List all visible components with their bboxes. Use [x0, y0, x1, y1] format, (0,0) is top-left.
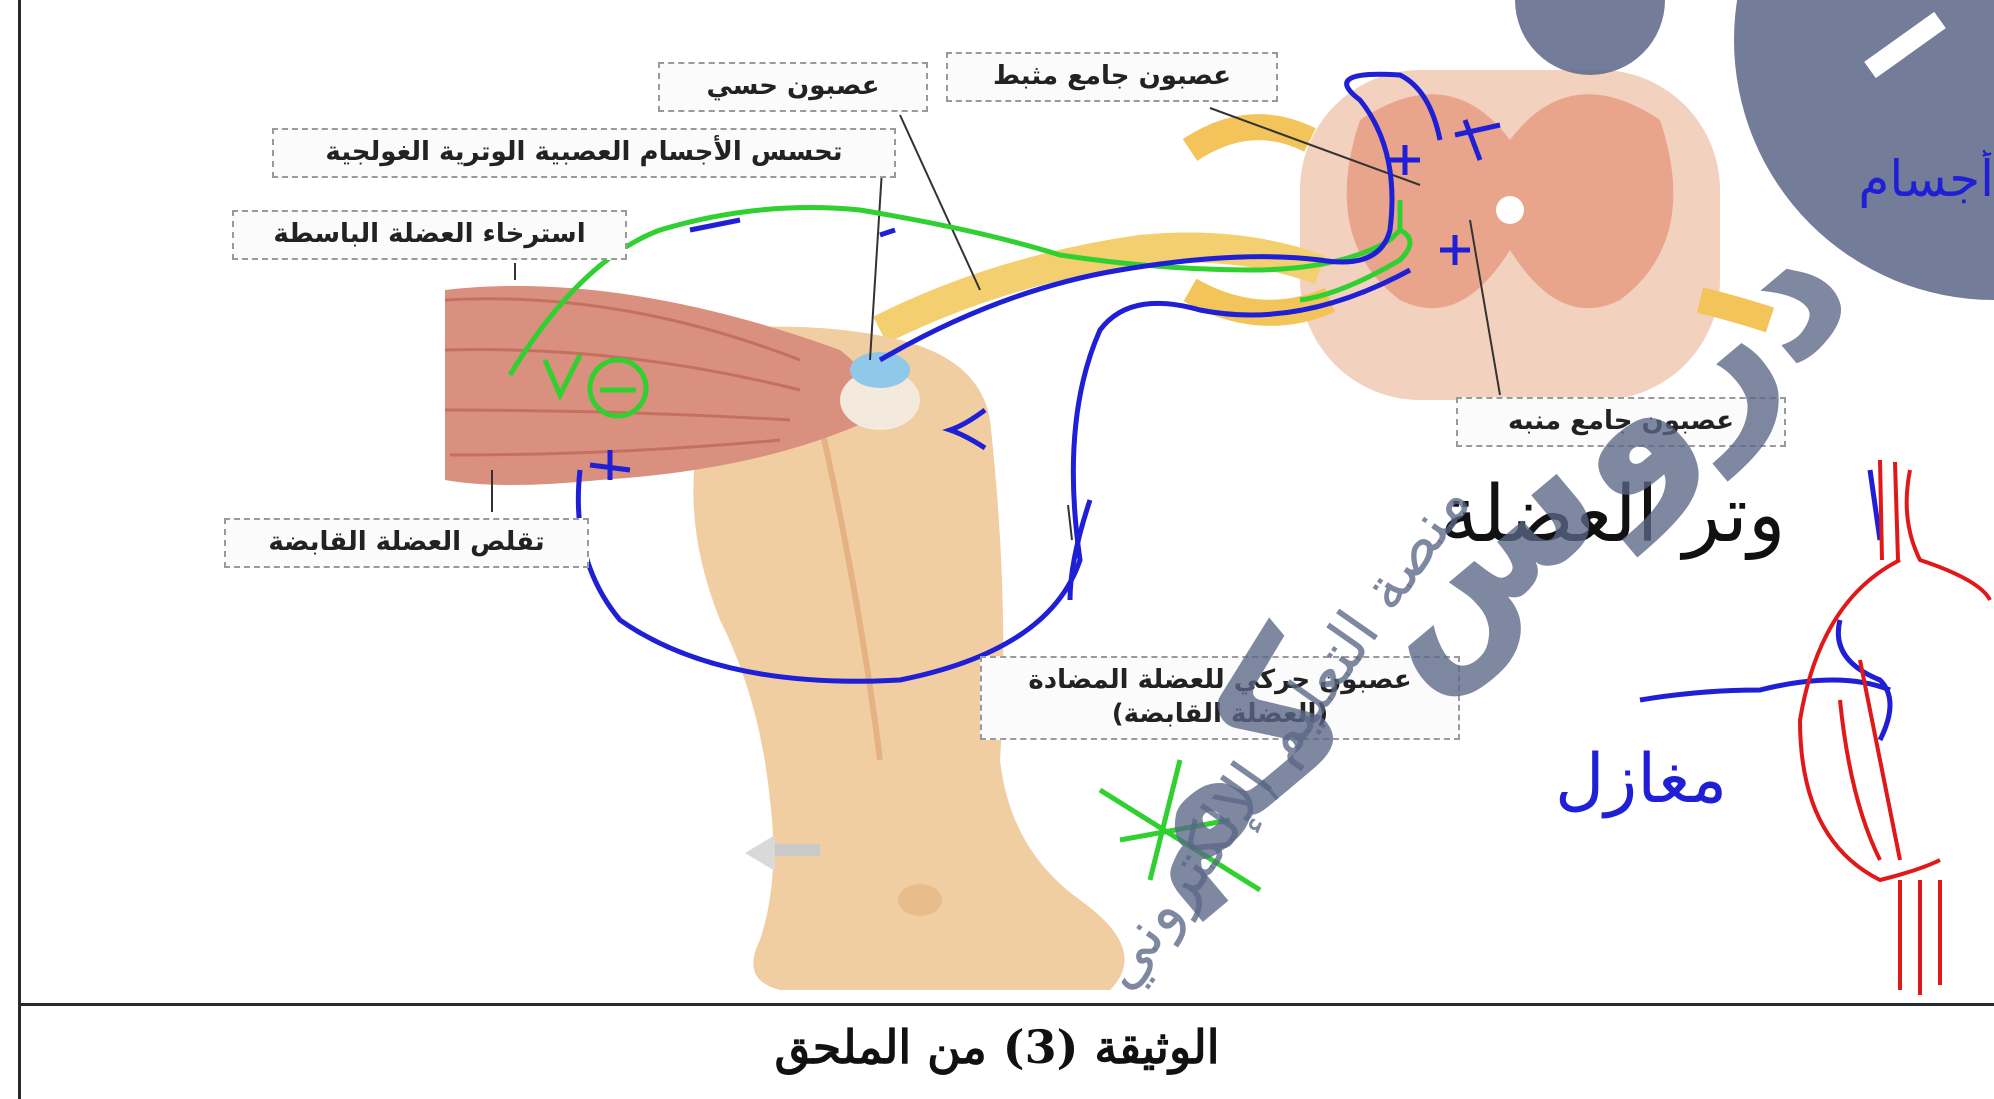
annotation-golgi-bodies: أجسام وترية غولجية: [1840, 150, 1994, 208]
red-ink-muscle-sketch: [1800, 460, 1990, 995]
annotation-spindles: مغازل: [1555, 740, 1727, 819]
figure-caption: الوثيقة (3) من الملحق: [0, 1020, 1994, 1074]
label-extensor-relaxation: استرخاء العضلة الباسطة: [232, 210, 627, 260]
label-golgi-detection: تحسس الأجسام العصبية الوترية الغولجية: [272, 128, 896, 178]
label-inhibitory-interneuron: عصبون جامع مثبط: [946, 52, 1278, 102]
label-sensory-neuron: عصبون حسي: [658, 62, 928, 112]
label-flexor-contraction: تقلص العضلة القابضة: [224, 518, 589, 568]
frame-divider: [18, 1003, 1994, 1006]
